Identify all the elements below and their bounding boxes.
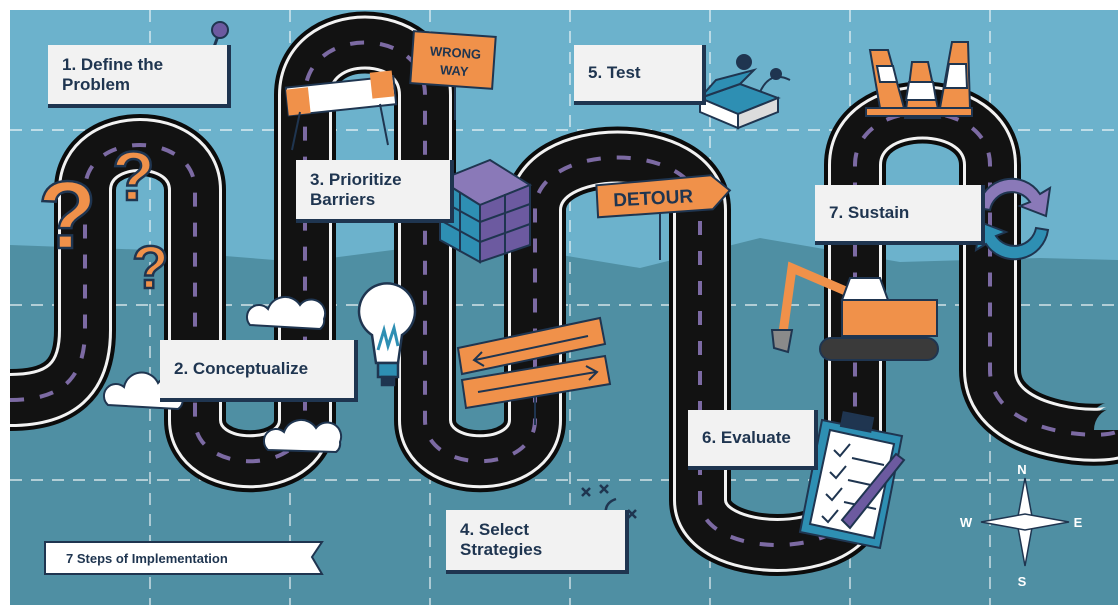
step-4-label: 4. Select Strategies — [460, 520, 543, 559]
wrong-way-line-1: WRONG — [429, 43, 481, 62]
compass-rose-icon: N S W E — [960, 462, 1083, 589]
lightbulb-icon — [357, 282, 417, 387]
step-7-label: 7. Sustain — [829, 203, 910, 222]
title-banner — [44, 541, 324, 575]
cloud — [262, 418, 343, 454]
traffic-cones-icon — [865, 41, 973, 119]
step-4-select-strategies: 4. Select Strategies — [446, 510, 629, 574]
compass-n: N — [1017, 462, 1026, 477]
compass-e: E — [1074, 515, 1083, 530]
open-box-gears-icon — [696, 54, 791, 130]
svg-text:?: ? — [38, 162, 97, 269]
excavator-icon — [770, 261, 939, 361]
two-way-arrow-boards — [456, 316, 612, 425]
detour-sign: DETOUR — [595, 174, 732, 260]
road-barrier-icon — [284, 70, 398, 151]
step-6-evaluate: 6. Evaluate — [688, 410, 818, 470]
clipboard-checklist-icon — [798, 411, 906, 550]
brick-wall-icon — [437, 158, 533, 264]
cloud — [245, 295, 327, 331]
wrong-way-line-2: WAY — [440, 62, 470, 79]
step-3-label: 3. Prioritize Barriers — [310, 169, 402, 209]
compass-w: W — [960, 515, 973, 530]
diagram-title: 7 Steps of Implementation — [66, 551, 228, 566]
question-marks-icon: ? ? ? — [37, 136, 170, 303]
step-2-label: 2. Conceptualize — [174, 359, 309, 378]
refresh-cycle-icon — [974, 177, 1052, 261]
step-1-define-the-problem: 1. Define the Problem — [48, 45, 231, 108]
step-3-prioritize-barriers: 3. Prioritize Barriers — [296, 160, 454, 223]
svg-text:?: ? — [132, 234, 169, 301]
step-5-test: 5. Test — [574, 45, 706, 105]
step-2-conceptualize: 2. Conceptualize — [160, 340, 358, 402]
detour-label: DETOUR — [613, 186, 694, 211]
step-7-sustain: 7. Sustain — [815, 185, 985, 245]
wrong-way-sign: WRONG WAY — [409, 30, 497, 120]
step-5-label: 5. Test — [588, 63, 641, 82]
compass-s: S — [1018, 574, 1027, 589]
step-6-label: 6. Evaluate — [702, 428, 791, 447]
step-1-label: 1. Define the Problem — [62, 54, 164, 94]
svg-text:?: ? — [112, 137, 155, 215]
